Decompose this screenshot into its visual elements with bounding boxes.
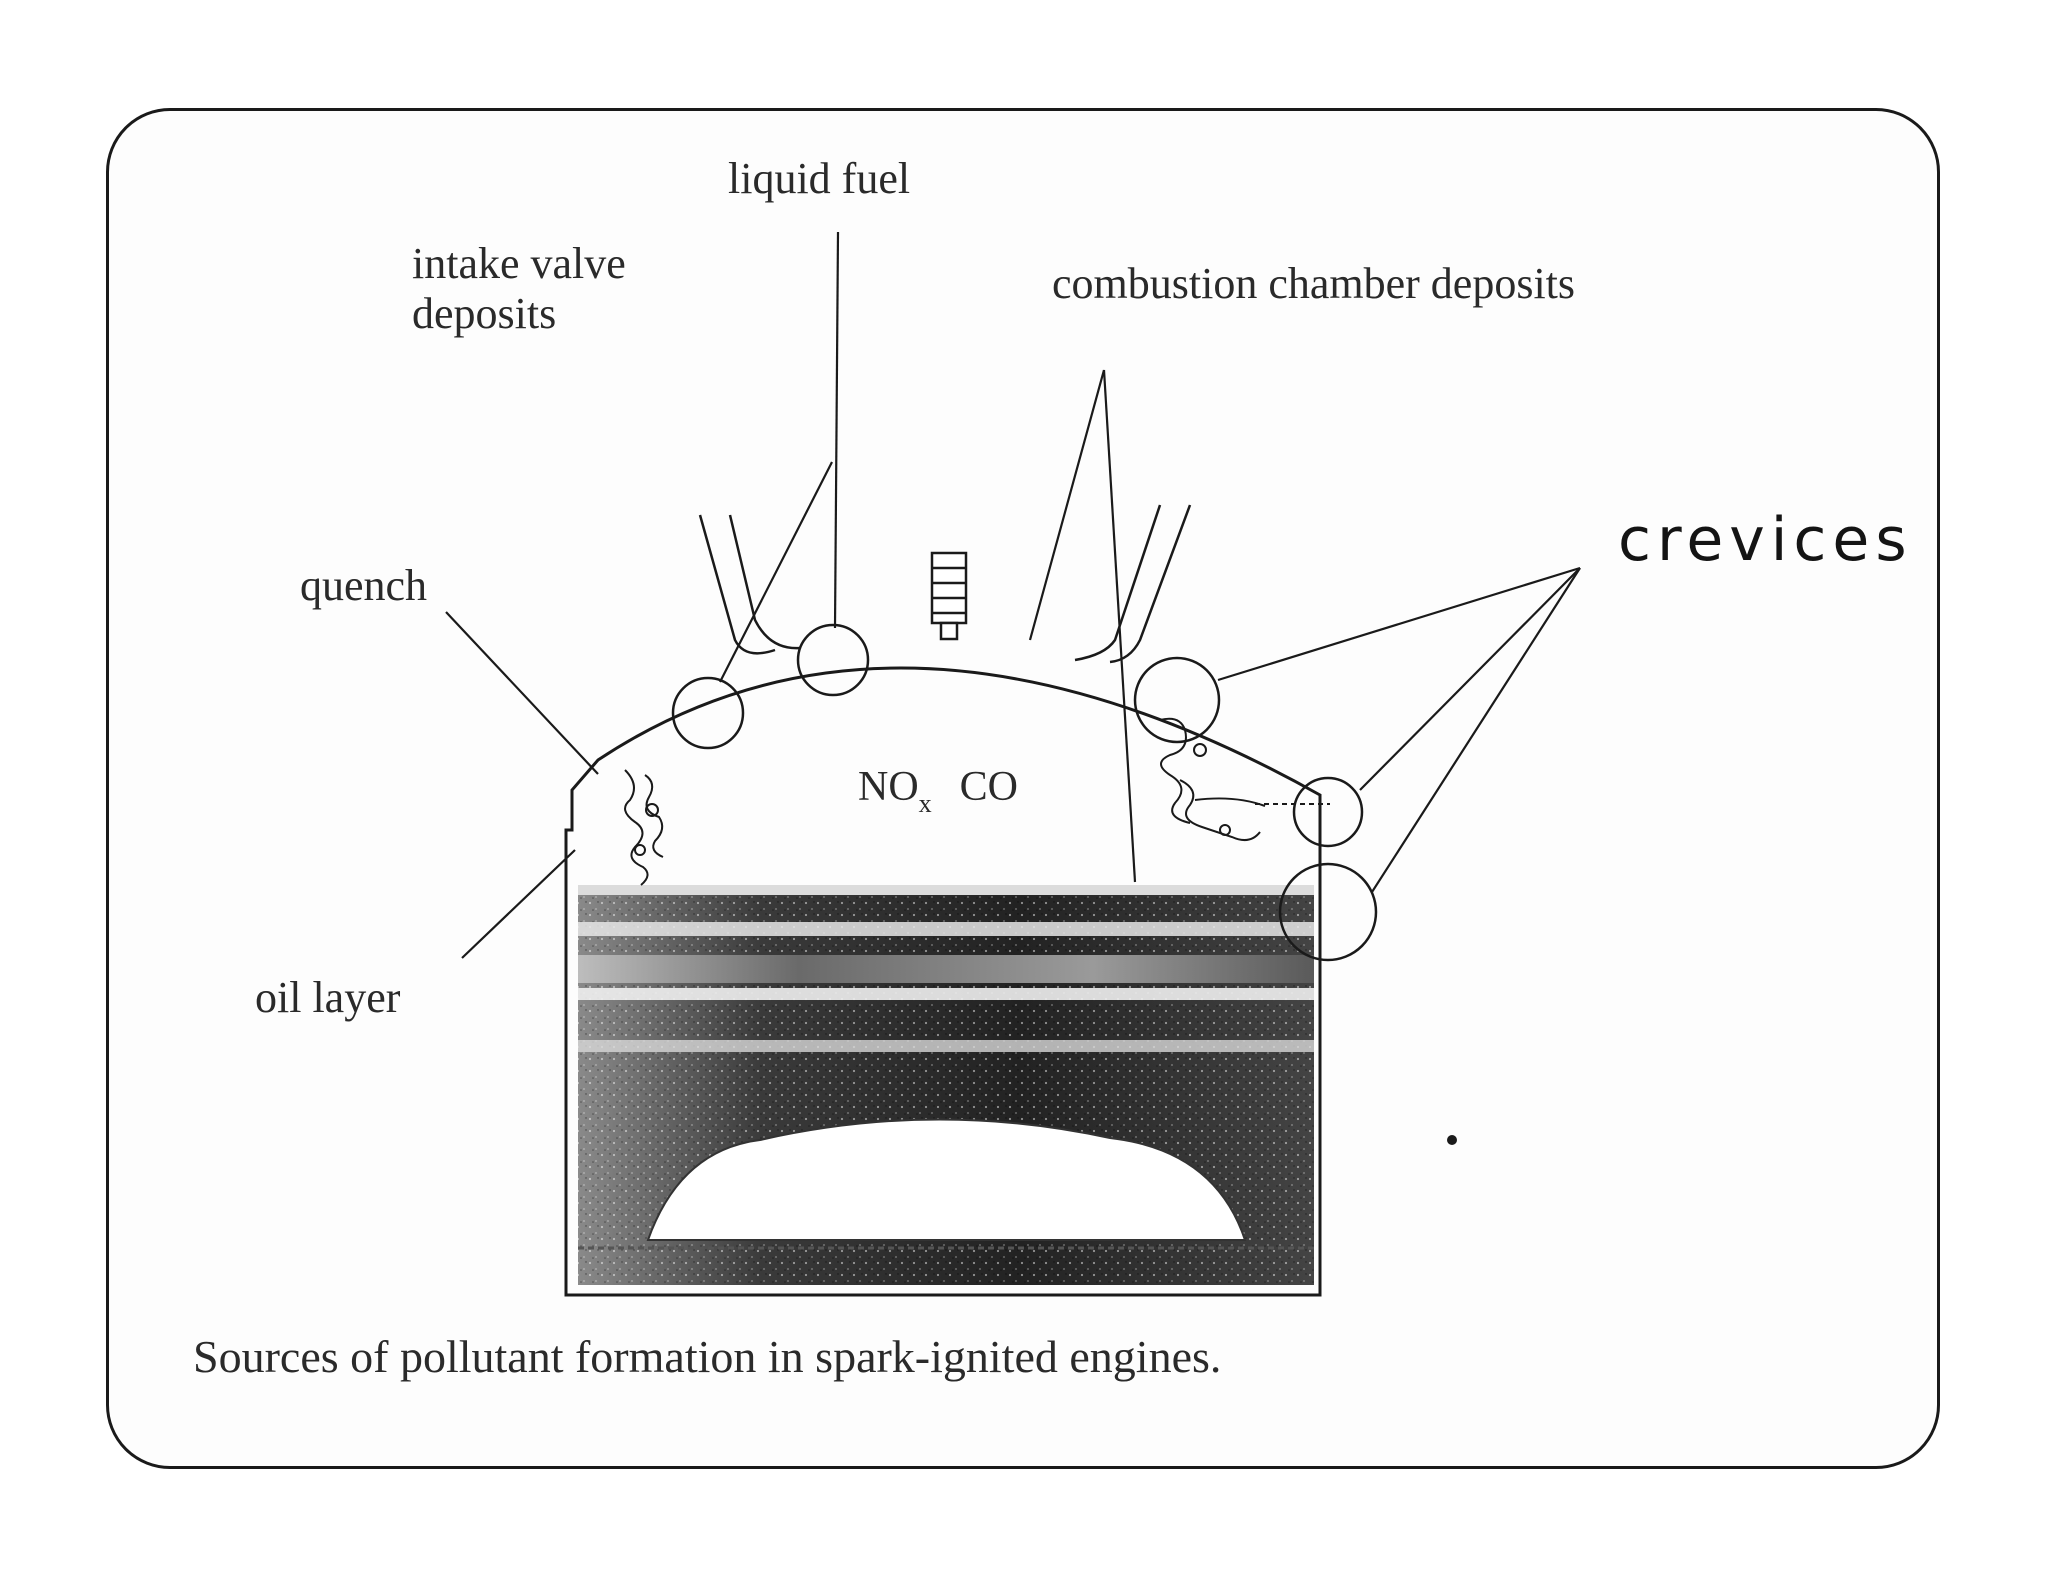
crevice-deposit: [1160, 719, 1265, 840]
intake-valve-label-line2: deposits: [412, 289, 556, 338]
co-label: CO: [960, 764, 1018, 810]
liquid-fuel-marker: [798, 625, 868, 695]
nox-subscript: x: [919, 789, 932, 818]
intake-valve-label-line1: intake valve: [412, 239, 626, 288]
piston: [578, 885, 1314, 1285]
combustion-chamber-label: combustion chamber deposits: [1052, 259, 1575, 308]
intake-valve: [700, 515, 800, 653]
crevice-marker-2: [1294, 778, 1362, 846]
spark-plug-icon: [932, 553, 966, 639]
liquid-fuel-label: liquid fuel: [728, 154, 910, 203]
figure-caption: Sources of pollutant formation in spark-…: [193, 1331, 1221, 1382]
gas-species-label: NOx CO: [858, 764, 1018, 818]
stray-dot: [1447, 1135, 1457, 1145]
quench-deposit: [625, 770, 663, 885]
oil-layer-label: oil layer: [255, 973, 401, 1022]
quench-label: quench: [300, 561, 427, 610]
exhaust-valve: [1075, 505, 1190, 662]
nox-label: NO: [858, 764, 919, 810]
crevice-marker-1: [1135, 658, 1219, 742]
crevices-label: crevices: [1618, 505, 1913, 575]
leader-lines: [446, 232, 1580, 958]
